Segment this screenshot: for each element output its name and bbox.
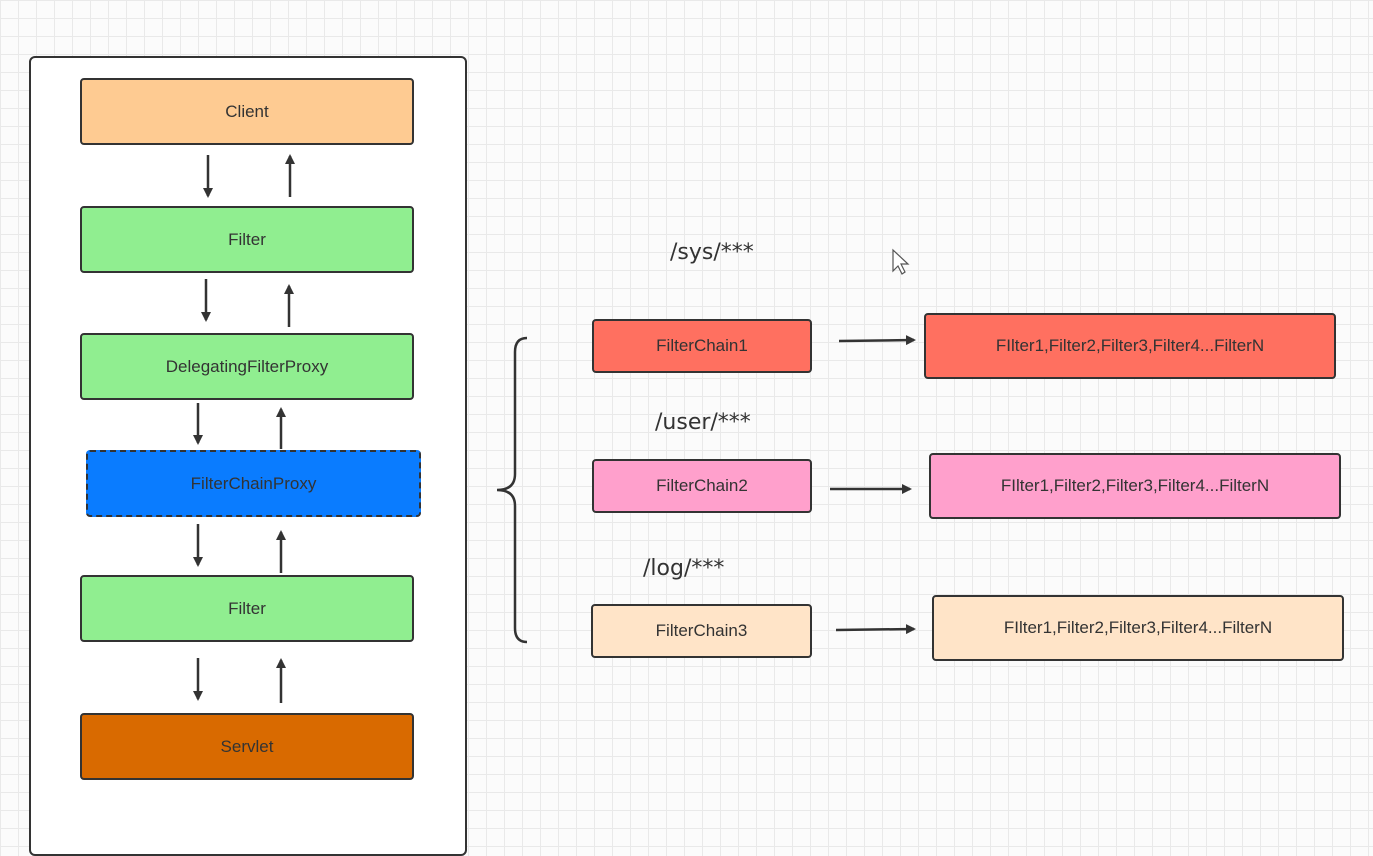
filter-chain-proxy-box[interactable]: FilterChainProxy — [86, 450, 421, 517]
filter-chain-3-box[interactable]: FilterChain3 — [591, 604, 812, 658]
curly-brace — [496, 336, 528, 644]
filter-list-3-box[interactable]: FIlter1,Filter2,Filter3,Filter4...Filter… — [932, 595, 1344, 661]
path-label-log: /log/*** — [643, 556, 725, 581]
filter-list-2-box[interactable]: FIlter1,Filter2,Filter3,Filter4...Filter… — [929, 453, 1341, 519]
filter-chain-proxy-label: FilterChainProxy — [190, 473, 317, 493]
path-label-sys: /sys/*** — [670, 240, 754, 265]
arrow-chain1-filters — [838, 335, 916, 346]
delegating-filter-proxy-label: DelegatingFilterProxy — [165, 356, 329, 376]
servlet-box[interactable]: Servlet — [80, 713, 414, 780]
filter-chain-1-label: FilterChain1 — [656, 336, 748, 355]
filter-list-1-box[interactable]: FIlter1,Filter2,Filter3,Filter4...Filter… — [924, 313, 1336, 379]
client-label: Client — [225, 101, 269, 121]
client-box[interactable]: Client — [80, 78, 414, 145]
filter-chain-2-box[interactable]: FilterChain2 — [592, 459, 812, 513]
filter-list-1-label: FIlter1,Filter2,Filter3,Filter4...Filter… — [995, 336, 1265, 355]
filter-bottom-label: Filter — [228, 598, 266, 618]
delegating-filter-proxy-box[interactable]: DelegatingFilterProxy — [80, 333, 414, 400]
filter-box-bottom[interactable]: Filter — [80, 575, 414, 642]
arrow-chain3-filters — [835, 624, 916, 635]
filter-chain-1-box[interactable]: FilterChain1 — [592, 319, 812, 373]
filter-chain-3-label: FilterChain3 — [655, 621, 748, 640]
filter-top-label: Filter — [228, 229, 266, 249]
connectors-overlay — [193, 154, 916, 703]
path-label-user: /user/*** — [655, 410, 751, 435]
filter-box-top[interactable]: Filter — [80, 206, 414, 273]
filter-chain-2-label: FilterChain2 — [656, 476, 748, 495]
filter-list-3-label: FIlter1,Filter2,Filter3,Filter4...Filter… — [1003, 618, 1273, 637]
servlet-label: Servlet — [220, 736, 274, 756]
mouse-cursor-icon — [892, 248, 910, 275]
filter-list-2-label: FIlter1,Filter2,Filter3,Filter4...Filter… — [1000, 476, 1270, 495]
